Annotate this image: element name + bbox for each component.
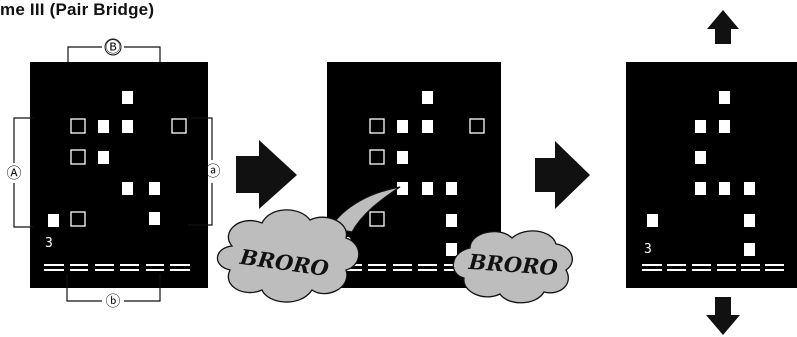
speech-cloud-icon (216, 209, 360, 303)
filled-block (122, 182, 133, 195)
filled-block (647, 214, 658, 227)
filled-block (744, 243, 755, 256)
marker-b: ⓑ (105, 293, 120, 310)
floor-dashes (642, 264, 784, 271)
filled-block (422, 182, 433, 195)
bracket-A (13, 117, 34, 228)
filled-block (719, 120, 730, 133)
arrow-down-icon (706, 297, 740, 335)
filled-block (695, 151, 706, 164)
hollow-block (469, 118, 485, 134)
filled-block (149, 182, 160, 195)
bracket-b (66, 274, 161, 302)
filled-block (422, 120, 433, 133)
arrow-right-icon (236, 140, 297, 209)
bracket-B (67, 46, 161, 62)
bracket-a (188, 117, 213, 226)
filled-block (98, 120, 109, 133)
screen-background (626, 62, 797, 288)
lives-counter: 3 (45, 236, 53, 251)
filled-blocks (48, 91, 160, 227)
filled-block (695, 182, 706, 195)
hollow-blocks (70, 118, 187, 227)
filled-block (122, 120, 133, 133)
screen-background (30, 62, 208, 288)
speech-cloud-1: BRORO (216, 186, 401, 303)
hollow-blocks (369, 118, 485, 227)
arrow-up-icon (707, 10, 739, 44)
filled-block (446, 182, 457, 195)
hollow-block (171, 118, 187, 134)
game-screen-1: 3 (30, 62, 208, 288)
marker-A: Ⓐ (6, 165, 21, 182)
filled-block (397, 151, 408, 164)
filled-block (446, 214, 457, 227)
marker-B-circle (104, 38, 122, 56)
filled-block (122, 91, 133, 104)
hollow-block (70, 211, 86, 227)
figure-title: me III (Pair Bridge) (0, 0, 155, 19)
hollow-block (70, 149, 86, 165)
lives-counter: 3 (644, 242, 652, 257)
filled-blocks (647, 91, 755, 256)
filled-block (719, 182, 730, 195)
filled-block (48, 214, 59, 227)
filled-block (397, 120, 408, 133)
filled-block (719, 91, 730, 104)
filled-block (98, 151, 109, 164)
floor-dashes (44, 264, 190, 271)
marker-B: Ⓑ (105, 39, 120, 56)
hollow-block (70, 118, 86, 134)
filled-block (744, 214, 755, 227)
arrow-right-icon (535, 141, 590, 209)
filled-block (446, 243, 457, 256)
speech-cloud-2: BRORO (452, 230, 573, 304)
filled-block (149, 212, 160, 225)
speech-cloud-tail (329, 186, 401, 233)
hollow-block (369, 118, 385, 134)
filled-block (422, 91, 433, 104)
speech-cloud-icon (452, 230, 573, 304)
game-screen-3: 3 (626, 62, 797, 288)
marker-a: ⓐ (205, 163, 220, 180)
filled-block (695, 120, 706, 133)
hollow-block (369, 149, 385, 165)
filled-blocks (397, 91, 457, 256)
filled-block (744, 182, 755, 195)
filled-block (397, 182, 408, 195)
hollow-block (369, 211, 385, 227)
